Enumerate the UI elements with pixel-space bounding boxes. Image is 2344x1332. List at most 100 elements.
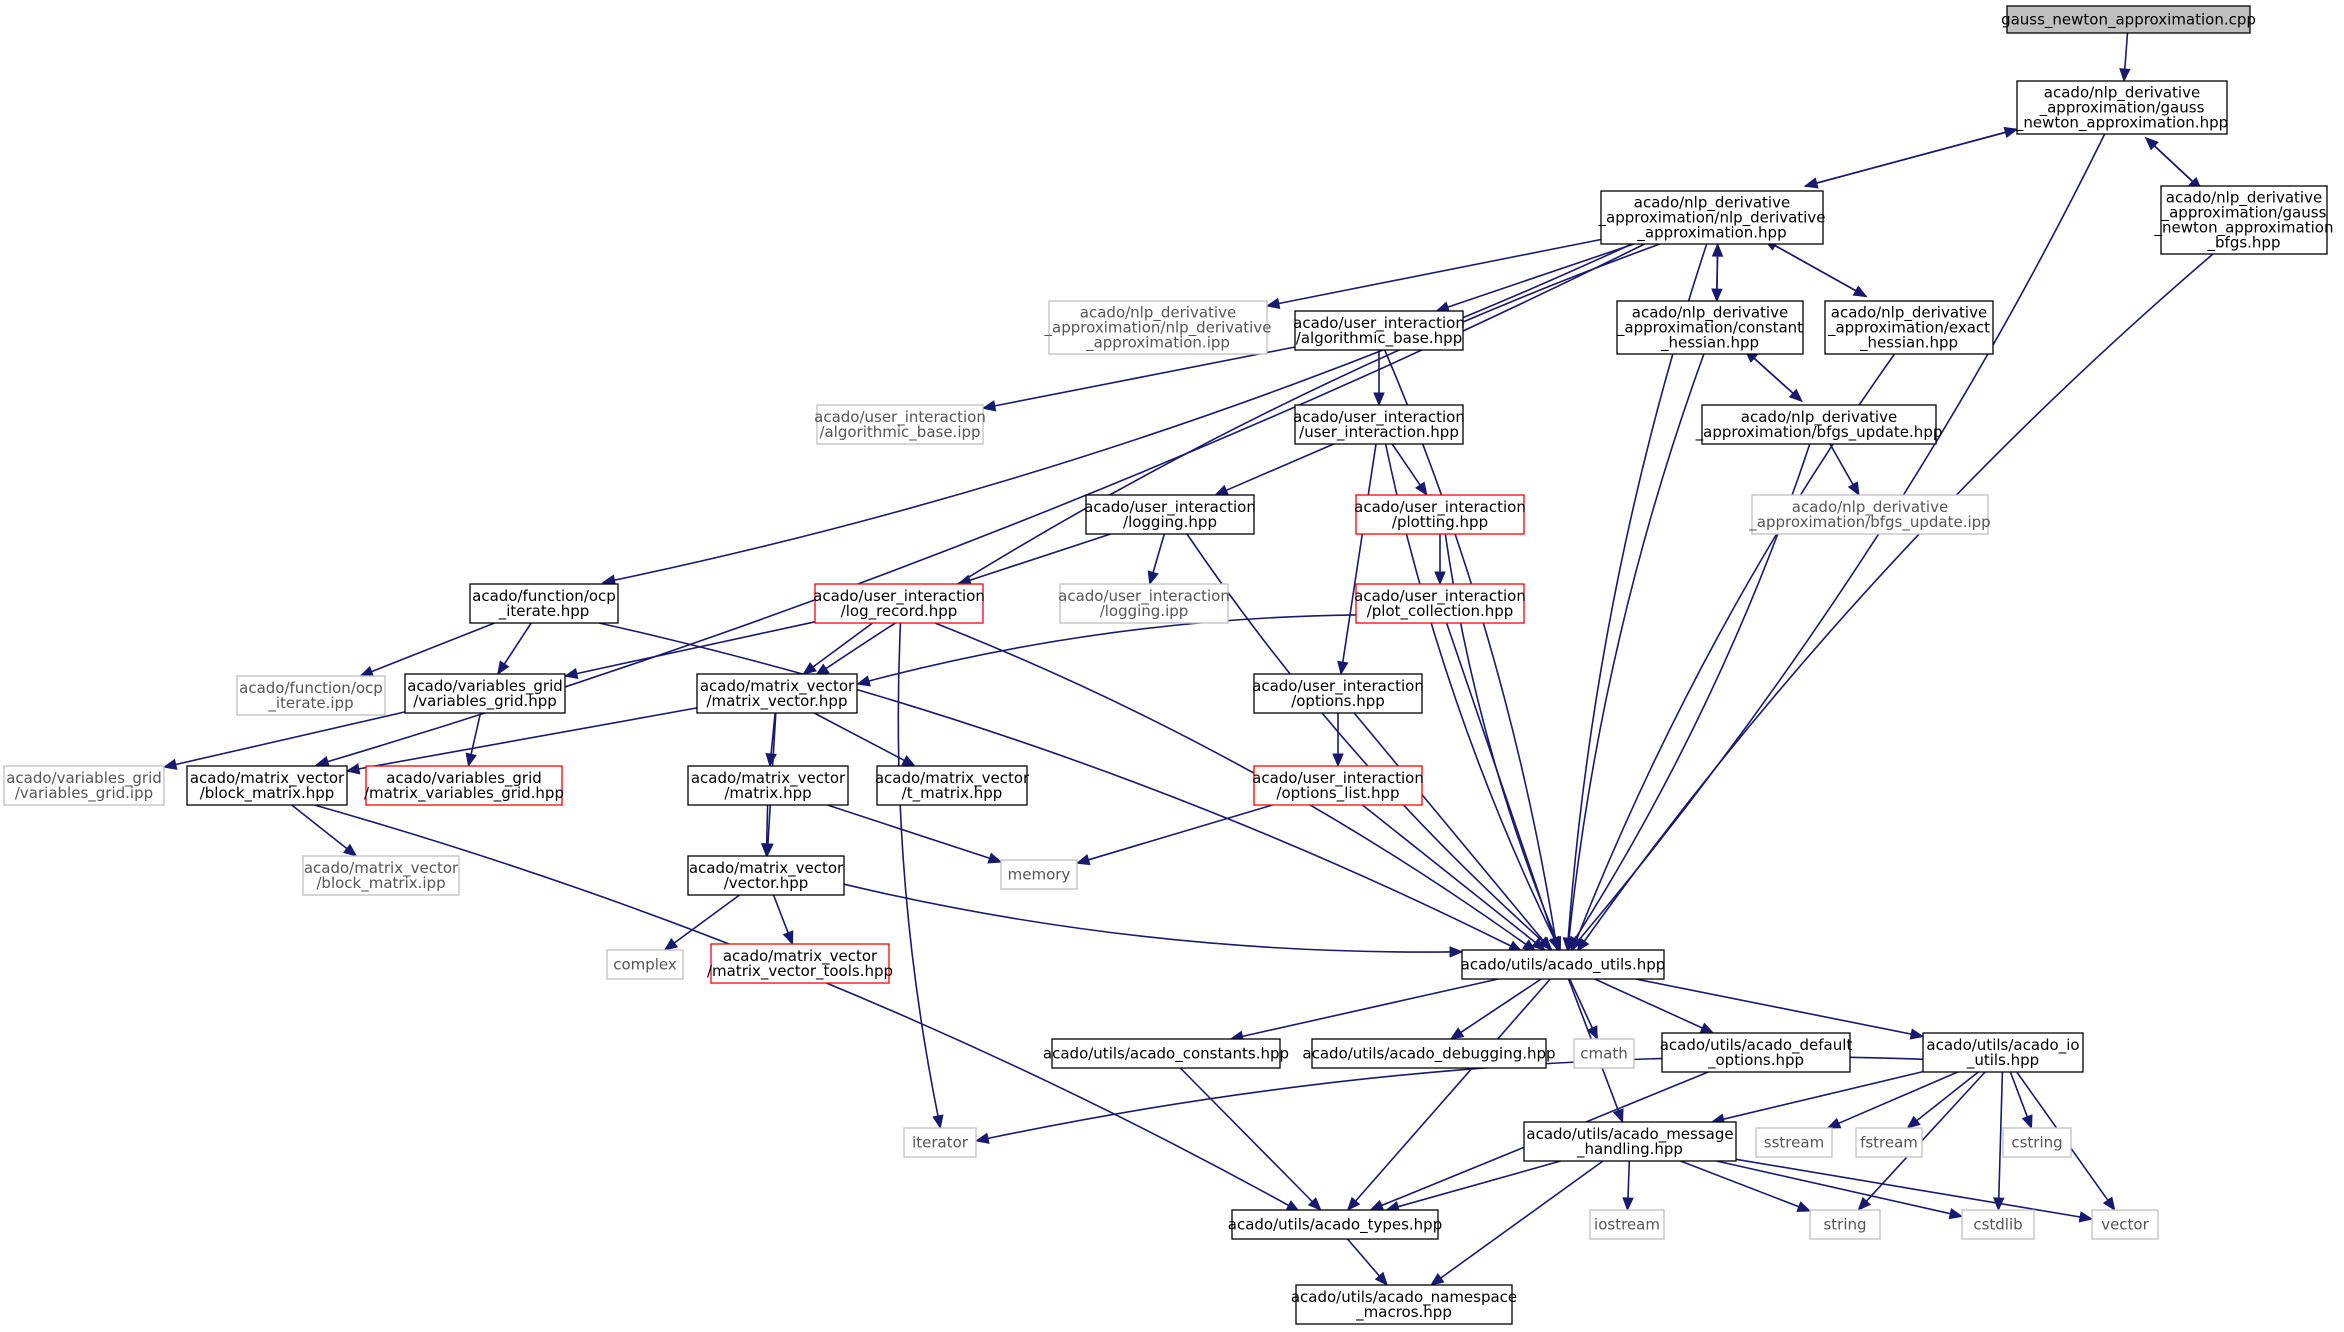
node-label-line: _hessian.hpp [1660,334,1759,353]
node-label-line: acado/user_interaction [1058,587,1230,606]
node-label-line: acado/function/ocp [472,587,616,605]
dependency-edge [2144,136,2202,191]
arrowhead [901,755,917,767]
edge-line [2124,32,2129,70]
file-node: cmath [1573,1038,1635,1069]
edge-line [1186,533,1543,942]
file-node[interactable]: acado/user_interaction/user_interaction.… [1293,404,1465,445]
file-node[interactable]: acado/utils/acado_utils.hpp [1461,949,1666,980]
file-node[interactable]: acado/user_interaction/logging.hpp [1084,494,1256,535]
file-node[interactable]: acado/nlp_derivative_approximation/nlp_d… [1598,190,1826,245]
file-node[interactable]: acado/user_interaction/algorithmic_base.… [1293,310,1465,351]
file-node[interactable]: acado/nlp_derivative_approximation/gauss… [2154,185,2334,255]
node-label-line: acado/user_interaction [1084,498,1256,517]
file-node[interactable]: acado/variables_grid/matrix_variables_gr… [364,765,564,806]
edge-line [1735,1158,2081,1218]
dependency-edge [1435,243,1635,313]
file-node[interactable]: acado/matrix_vector/block_matrix.hpp [186,765,348,806]
dependency-edge [1563,353,1705,952]
dependency-edge [1449,978,1542,1040]
node-label-line: /variables_grid.hpp [413,692,557,711]
arrowhead [1531,937,1546,951]
file-node[interactable]: acado/matrix_vector/matrix.hpp [687,765,849,806]
file-node: cstdlib [1961,1209,2035,1240]
file-node[interactable]: acado/utils/acado_debugging.hpp [1302,1038,1556,1069]
edge-line [1447,243,1635,308]
arrowhead [2078,1211,2094,1223]
edge-line [969,533,1111,582]
dependency-edge [843,883,1464,958]
file-node[interactable]: acado/user_interaction/plot_collection.h… [1354,583,1526,624]
dependency-edge [1332,713,1344,768]
file-node[interactable]: acado/utils/acado_constants.hpp [1043,1038,1289,1069]
file-node: vector [2091,1209,2159,1240]
arrowhead [1346,1196,1361,1211]
node-box [1922,1032,2084,1073]
file-node[interactable]: acado/user_interaction/log_record.hpp [813,583,985,624]
edge-line [1578,133,2106,941]
arrowhead [1699,1022,1715,1034]
dependency-edge [1570,133,2106,951]
file-node[interactable]: acado/matrix_vector/matrix_vector_tools.… [707,943,893,984]
file-node[interactable]: acado/variables_grid/variables_grid.hpp [404,673,566,714]
edge-line [503,622,532,665]
dependency-edge [1568,978,1598,1041]
arrowhead [1373,392,1385,407]
node-label-line: acado/matrix_vector [875,769,1030,788]
node-label-line: _approximation/constant [1616,319,1803,338]
edge-line [1680,1160,1800,1208]
node-box [876,765,1028,806]
node-label-line: _approximation/exact [1827,319,1990,338]
arrowhead [1906,1115,1921,1129]
dependency-edge [1373,350,1385,407]
file-node[interactable]: acado/utils/acado_types.hpp [1228,1209,1442,1240]
node-box [606,949,684,980]
file-node[interactable]: acado/utils/acado_namespace_macros.hpp [1291,1284,1517,1325]
node-label-line: /matrix_vector.hpp [707,692,848,711]
edge-line [1397,1160,1561,1208]
node-label-line: _approximation/nlp_derivative [1044,319,1272,338]
arrowhead [1332,753,1344,768]
file-node[interactable]: acado/utils/acado_message_handling.hpp [1523,1121,1737,1162]
dependency-edge [1635,978,1925,1040]
edge-line [1346,1238,1380,1277]
node-label-line: string [1823,1216,1866,1234]
file-node[interactable]: acado/function/ocp_iterate.hpp [469,583,619,624]
dependency-edge [1179,1067,1322,1211]
dependency-edge [162,711,406,770]
dependency-edge [760,804,773,858]
edge-line [1716,1160,1951,1215]
file-node[interactable]: acado/utils/acado_io_utils.hpp [1922,1032,2084,1073]
file-node[interactable]: acado/nlp_derivative_approximation/bfgs_… [1695,404,1943,445]
edge-line [1354,978,1551,1202]
file-node[interactable]: acado/user_interaction/options.hpp [1252,673,1424,714]
dependency-edge [1716,1160,1964,1220]
file-node[interactable]: acado/utils/acado_default_options.hpp [1660,1032,1853,1073]
file-node[interactable]: acado/nlp_derivative_approximation/exact… [1824,300,1994,355]
file-node[interactable]: acado/matrix_vector/matrix_vector.hpp [696,673,858,714]
file-node[interactable]: acado/user_interaction/plotting.hpp [1354,494,1526,535]
node-box [3,765,165,806]
file-node: acado/variables_grid/variables_grid.ipp [3,765,165,806]
file-node: fstream [1855,1127,1923,1158]
root-file-node[interactable]: gauss_newton_approximation.cpp [2001,5,2256,34]
dependency-edge [1622,1160,1634,1212]
file-node[interactable]: acado/nlp_derivative_approximation/gauss… [2015,80,2228,135]
file-node[interactable]: acado/nlp_derivative_approximation/const… [1616,300,1804,355]
file-node[interactable]: acado/matrix_vector/vector.hpp [687,855,845,896]
node-label-line: acado/variables_grid [407,677,563,696]
node-label-line: /matrix_variables_grid.hpp [364,784,564,803]
node-label-line: acado/nlp_derivative [1080,304,1236,323]
dependency-edge [1075,804,1273,866]
edge-line [614,243,1633,581]
dependency-edge [827,804,1003,864]
edge-line [1804,131,2006,187]
arrowhead [1538,936,1552,951]
file-node[interactable]: acado/user_interaction/options_list.hpp [1252,765,1424,806]
arrowhead [359,666,375,677]
dependency-edge [957,533,1111,586]
arrowhead [1909,1028,1925,1040]
file-node[interactable]: acado/matrix_vector/t_matrix.hpp [875,765,1030,806]
arrowhead [765,753,777,768]
